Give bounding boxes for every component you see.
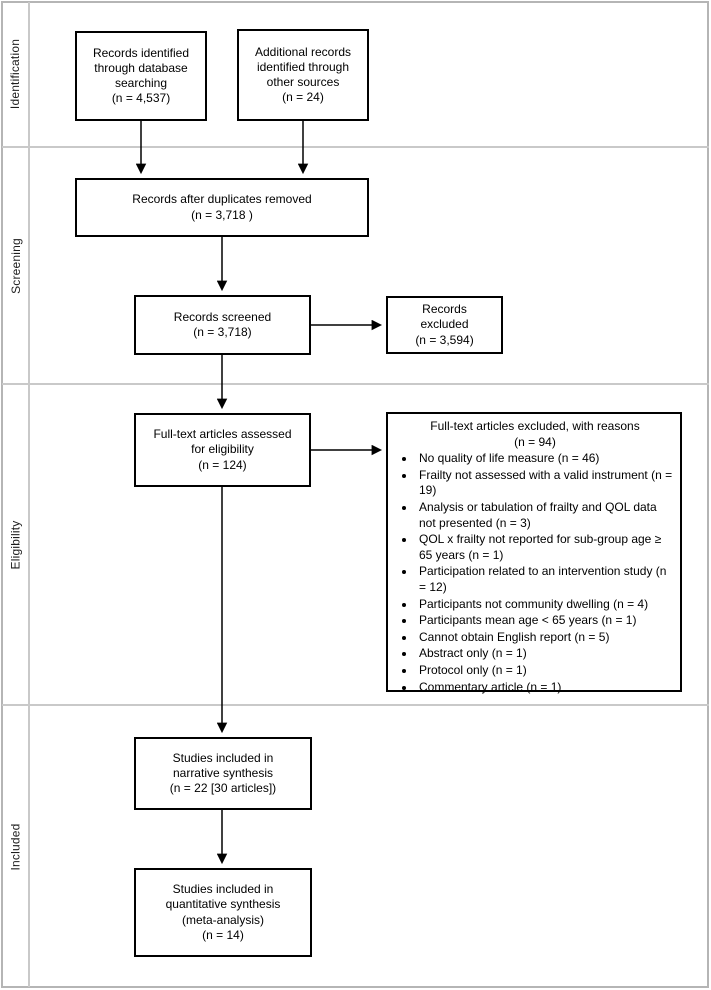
box-text: Full-text articles assessed for eligibil…: [153, 427, 292, 472]
exclusion-reason-item: Participants not community dwelling (n =…: [416, 597, 674, 613]
box-text: Records identified through database sear…: [92, 45, 190, 106]
exclusion-reason-item: No quality of life measure (n = 46): [416, 451, 674, 467]
box-text: Studies included in quantitative synthes…: [165, 882, 281, 942]
stage-label: Identification: [8, 38, 23, 110]
box-text: Records screened (n = 3,718): [173, 309, 272, 339]
stage-label: Screening: [8, 237, 23, 294]
stage-screening: Screening: [2, 148, 29, 383]
stage-column-divider: [28, 2, 30, 987]
stage-label: Included: [8, 823, 23, 870]
exclusion-reason-item: Analysis or tabulation of frailty and QO…: [416, 500, 674, 531]
box-records-screened: Records screened (n = 3,718): [134, 295, 311, 355]
box-after-duplicates: Records after duplicates removed (n = 3,…: [75, 178, 369, 237]
box-text: Studies included in narrative synthesis …: [169, 750, 277, 796]
exclusion-reason-item: Protocol only (n = 1): [416, 663, 674, 679]
stage-included: Included: [2, 706, 29, 987]
box-text: Records excluded (n = 3,594): [415, 302, 474, 347]
exclusion-reason-list: No quality of life measure (n = 46)Frail…: [396, 451, 674, 696]
row-divider-identification-screening: [2, 146, 709, 148]
exclusion-reason-item: Participants mean age < 65 years (n = 1): [416, 613, 674, 629]
stage-identification: Identification: [2, 2, 29, 146]
exclusion-reason-item: Abstract only (n = 1): [416, 646, 674, 662]
stage-label: Eligibility: [8, 520, 23, 569]
row-divider-eligibility-included: [2, 704, 709, 706]
box-quantitative-synthesis: Studies included in quantitative synthes…: [134, 868, 312, 957]
stage-eligibility: Eligibility: [2, 385, 29, 704]
exclusion-reason-item: Cannot obtain English report (n = 5): [416, 630, 674, 646]
box-narrative-synthesis: Studies included in narrative synthesis …: [134, 737, 312, 810]
exclusion-reason-item: Commentary article (n = 1): [416, 680, 674, 696]
box-fulltext-assessed: Full-text articles assessed for eligibil…: [134, 413, 311, 487]
exclusion-reason-item: Frailty not assessed with a valid instru…: [416, 468, 674, 499]
box-database-records: Records identified through database sear…: [75, 31, 207, 121]
exclusion-reason-item: Participation related to an intervention…: [416, 564, 674, 595]
exclusion-reason-item: QOL x frailty not reported for sub-group…: [416, 532, 674, 563]
box-text: Additional records identified through ot…: [254, 44, 352, 105]
box-fulltext-excluded: Full-text articles excluded, with reason…: [386, 412, 682, 694]
box-text: Records after duplicates removed (n = 3,…: [132, 192, 312, 222]
exclusion-title: Full-text articles excluded, with reason…: [430, 419, 640, 449]
box-records-excluded: Records excluded (n = 3,594): [386, 296, 503, 354]
box-other-sources: Additional records identified through ot…: [237, 29, 369, 121]
row-divider-screening-eligibility: [2, 383, 709, 385]
